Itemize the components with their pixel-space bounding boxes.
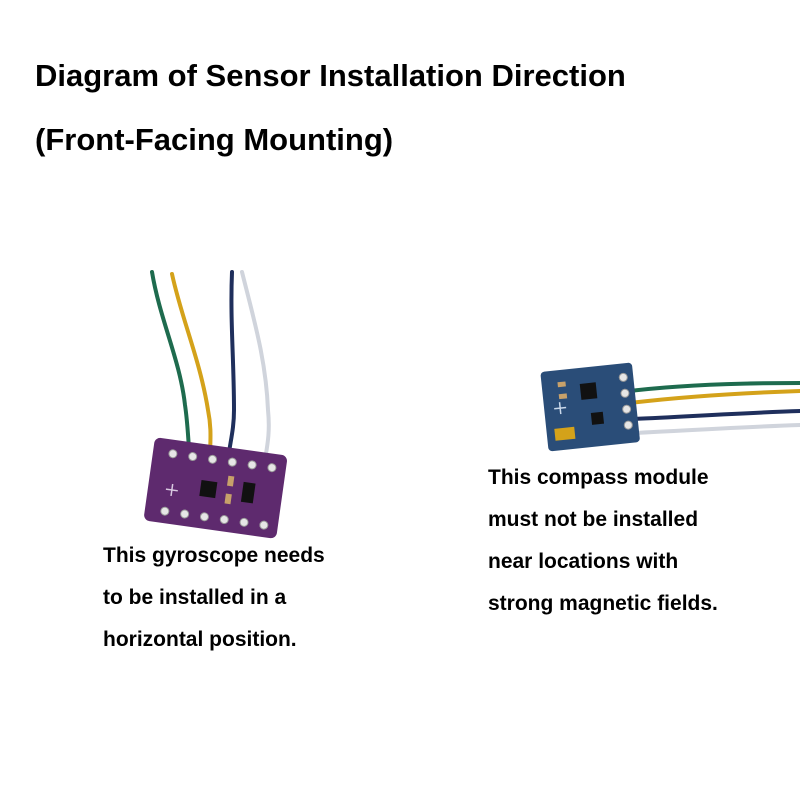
gyro-wire-white (240, 270, 271, 462)
gyro-board (144, 437, 287, 539)
gyro-wire-yellow (170, 272, 213, 462)
title-line-1: Diagram of Sensor Installation Direction (35, 58, 626, 93)
compass-caption-line: must not be installed (488, 508, 699, 531)
compass-caption: This compass module must not be installe… (488, 457, 718, 625)
gyroscope-caption-line: This gyroscope needs (103, 544, 325, 567)
compass-wire-white (632, 423, 800, 435)
gyro-wire-green (150, 270, 192, 462)
compass-module-image (540, 362, 800, 452)
compass-wire-navy (630, 409, 800, 421)
title-line-2: (Front-Facing Mounting) (35, 122, 394, 157)
gyroscope-caption-line: to be installed in a (103, 586, 287, 609)
compass-caption-line: This compass module (488, 466, 709, 489)
gyroscope-module-image (144, 270, 287, 539)
gyroscope-caption-line: horizontal position. (103, 628, 297, 651)
compass-caption-line: strong magnetic fields. (488, 592, 718, 615)
compass-wire-yellow (628, 389, 800, 405)
compass-board (540, 362, 640, 452)
compass-caption-line: near locations with (488, 550, 679, 573)
gyro-wire-navy (226, 270, 237, 462)
compass-wire-green (628, 381, 800, 393)
gyroscope-caption: This gyroscope needs to be installed in … (103, 535, 325, 661)
